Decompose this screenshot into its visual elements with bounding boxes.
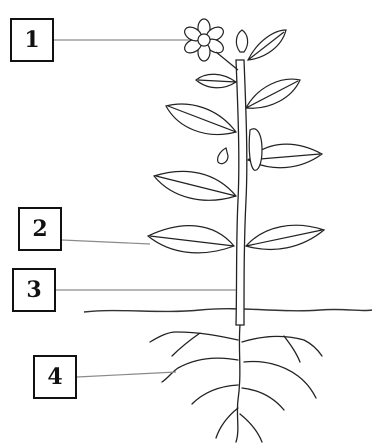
pointer-line-4 bbox=[77, 372, 176, 377]
flower-bud bbox=[218, 148, 228, 164]
leaf bbox=[154, 171, 236, 200]
label-2-text: 2 bbox=[32, 216, 47, 242]
leaf bbox=[148, 226, 234, 253]
leaf bbox=[166, 104, 236, 134]
leaf bbox=[246, 79, 300, 108]
pointer-line-2 bbox=[62, 240, 150, 244]
roots bbox=[150, 325, 322, 442]
label-1: 1 bbox=[10, 18, 54, 62]
leaf bbox=[248, 30, 286, 60]
leaf bbox=[196, 74, 236, 88]
flower-bud bbox=[236, 30, 247, 52]
label-1-text: 1 bbox=[24, 27, 39, 53]
leaf bbox=[246, 225, 324, 249]
label-3-text: 3 bbox=[26, 277, 41, 303]
label-3: 3 bbox=[12, 268, 56, 312]
seed-pod bbox=[249, 129, 262, 170]
soil-line bbox=[84, 309, 372, 312]
stem bbox=[236, 60, 247, 325]
label-4-text: 4 bbox=[47, 364, 62, 390]
label-2: 2 bbox=[18, 207, 62, 251]
label-4: 4 bbox=[33, 355, 77, 399]
